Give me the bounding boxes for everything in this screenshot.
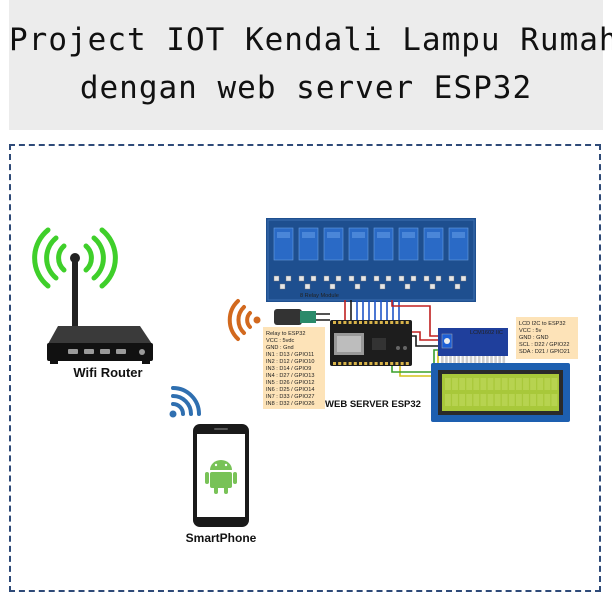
relay-terminal-4 [348, 275, 367, 290]
title-line-1: Project IOT Kendali Lampu Rumah [9, 22, 612, 58]
relay-note-text-line: IN1 : D13 / GPIO11 [266, 352, 314, 358]
lcd-display [431, 363, 570, 422]
relay-7 [423, 227, 444, 261]
lcd-note-text-line: SDA : D21 / GPIO21 [519, 349, 570, 355]
relay-terminal-5 [373, 275, 392, 290]
relay-1 [273, 227, 294, 261]
relay-terminal-7 [423, 275, 442, 290]
relay-3 [323, 227, 344, 261]
i2c-module: LCM1602 IIC [438, 328, 508, 363]
wifi-signal-orange-icon [227, 299, 261, 341]
relay-note-text-line: IN6 : D25 / GPIO14 [266, 387, 315, 393]
router-top [48, 326, 152, 344]
relay-terminal-8 [448, 275, 467, 290]
esp32-label: WEB SERVER ESP32 [325, 399, 421, 410]
wifi-signal-blue-icon [169, 386, 201, 418]
lcd-note-text-line: LCD I2C to ESP32 [519, 321, 566, 327]
relay-6 [398, 227, 419, 261]
title-line-2: dengan web server ESP32 [79, 70, 533, 106]
esp32-board [330, 320, 412, 366]
lcd-note-text-line: VCC : 5v [519, 328, 542, 334]
relay-2 [298, 227, 319, 261]
relay-note-text-line: Relay to ESP32 [266, 331, 306, 337]
relay-note-text-line: IN7 : D33 / GPIO27 [266, 394, 315, 400]
wifi-router-icon [32, 227, 153, 364]
relay-module: 8 Relay Module [266, 218, 476, 302]
relay-terminal-1 [273, 275, 292, 290]
relay-terminal-3 [323, 275, 342, 290]
android-logo-icon [205, 460, 237, 494]
wifi-signal-green-icon [32, 227, 118, 289]
router-antenna [72, 258, 78, 328]
relay-board-label: 8 Relay Module [300, 293, 339, 299]
lcd-note-text-line: SCL : D22 / GPIO22 [519, 342, 569, 348]
lcd-note-text-line: GND : GND [519, 335, 549, 341]
router-leds [68, 349, 145, 355]
dc-jack [274, 309, 330, 325]
relay-note-text-line: IN5 : D26 / GPIO12 [266, 380, 315, 386]
relay-note-text-line: VCC : 5vdc [266, 338, 294, 344]
relay-4 [348, 227, 369, 261]
relay-note-text-line: IN2 : D12 / GPIO10 [266, 359, 315, 365]
i2c-label: LCM1602 IIC [470, 330, 503, 336]
relay-5 [373, 227, 394, 261]
relay-note-text-line: IN4 : D27 / GPIO13 [266, 373, 315, 379]
relay-note-text-line: IN3 : D14 / GPIO9 [266, 366, 311, 372]
diagram-frame [9, 144, 601, 592]
router-label: Wifi Router [73, 365, 142, 380]
phone-label: SmartPhone [186, 531, 257, 545]
relay-8 [448, 227, 469, 261]
relay-note-text-line: IN8 : D32 / GPIO26 [266, 401, 315, 407]
android-phone-icon [193, 424, 249, 527]
relay-terminal-2 [298, 275, 317, 290]
title-banner: Project IOT Kendali Lampu Rumah dengan w… [9, 0, 612, 130]
relay-note-text-line: GND : Gnd [266, 345, 294, 351]
relay-terminal-6 [398, 275, 417, 290]
